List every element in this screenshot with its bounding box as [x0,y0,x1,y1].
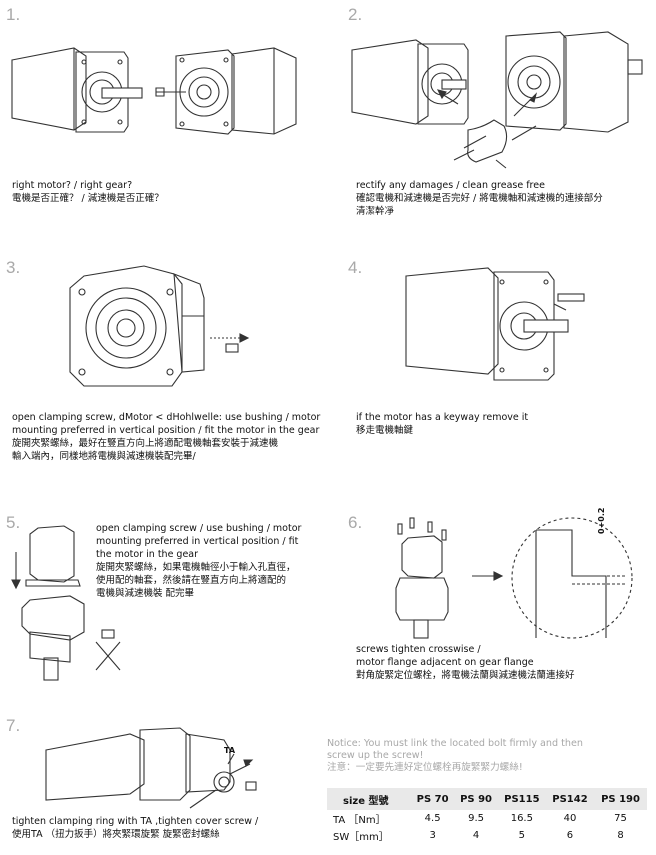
caption-line: open clamping screw / use bushing / moto… [96,523,302,534]
caption-line: if the motor has a keyway remove it [356,412,529,423]
figure-vertical-mounting [8,524,128,689]
step-7-number: 7. [6,716,21,735]
notice-en: Notice: You must link the located bolt f… [327,738,583,749]
step-2-caption: rectify any damages / clean grease free … [356,179,603,218]
caption-line: 移走電機軸鍵 [356,425,414,436]
caption-line: 使用TA （扭力扳手）將夾緊環旋緊 旋緊密封螺絲 [12,829,220,840]
step-5-number: 5. [6,513,21,532]
caption-line: 確認電機和減速機是否完好 / 將電機軸和減速機的連接部分 [356,193,603,204]
figure-motor-and-gear [4,38,304,138]
row-label: SW［mm］ [333,832,389,843]
table-cell: 5 [518,830,526,841]
step-4-number: 4. [348,258,363,277]
table-cell: 9.5 [468,813,484,824]
header-ps190: PS 190 [594,788,647,810]
step-1-number: 1. [6,5,21,24]
table-cell: 4.5 [424,813,441,824]
figure-tighten-clamping-ring [40,720,270,810]
caption-line: 對角旋緊定位螺栓，將電機法蘭與減速機法蘭連接好 [356,670,575,681]
caption-line: motor flange adjacent on gear flange [356,657,534,668]
figure-screws-crosswise [386,516,636,641]
table-cell: 16.5 [510,813,533,824]
figure-open-clamping-screw [64,262,254,392]
table-cell: 3 [429,830,436,841]
notice: Notice: You must link the located bolt f… [327,738,583,774]
figure-clean-grease [346,30,646,170]
step-1-caption: right motor? / right gear? 電機是否正確？ / 減速機… [12,179,164,205]
table-row: SW［mm］ 3 4 5 6 8 [327,827,647,844]
figure-remove-keyway [398,264,598,384]
header-size: size 型號 [327,788,411,810]
table-cell: 40 [563,813,577,824]
table-cell: 6 [566,830,574,841]
step-3-number: 3. [6,258,21,277]
caption-line: mounting preferred in vertical position … [96,536,299,547]
step-6-caption: screws tighten crosswise / motor flange … [356,643,575,682]
step-3-caption: open clamping screw, dMotor < dHohlwelle… [12,411,320,463]
row-label: TA ［Nm］ [333,815,386,826]
caption-line: tighten clamping ring with TA ,tighten c… [12,816,259,827]
caption-line: 電機是否正確？ / 減速機是否正確？ [12,193,164,204]
table-cell: 75 [614,813,627,824]
caption-line: mounting preferred in vertical position … [12,425,320,436]
caption-line: right motor? / right gear? [12,180,133,191]
caption-line: screws tighten crosswise / [356,644,481,655]
table-cell: 8 [617,830,624,841]
step-6-number: 6. [348,513,363,532]
header-ps70: PS 70 [410,788,455,810]
step-2-number: 2. [348,5,363,24]
gap-tolerance-label: 0+0.2 [597,507,606,534]
caption-line: 清潔幹凈 [356,206,395,217]
table-cell: 4 [472,830,480,841]
header-ps142: PS142 [545,788,595,810]
caption-line: 電機與減速機裝 配完畢 [96,588,195,599]
caption-line: 旋開夾緊螺絲，如果電機軸徑小于輸入孔直徑， [96,562,296,573]
torque-spec-table: size 型號 PS 70 PS 90 PS115 PS142 PS 190 T… [327,788,647,844]
torque-label: TA [224,746,236,755]
caption-line: rectify any damages / clean grease free [356,180,545,191]
step-4-caption: if the motor has a keyway remove it 移走電機… [356,411,528,437]
table-header-row: size 型號 PS 70 PS 90 PS115 PS142 PS 190 [327,788,647,810]
notice-en-2: screw up the screw! [327,750,424,761]
table-row: TA ［Nm］ 4.5 9.5 16.5 40 75 [327,810,647,827]
step-7-caption: tighten clamping ring with TA ,tighten c… [12,815,258,841]
step-5-caption: open clamping screw / use bushing / moto… [96,522,301,600]
caption-line: 輸入端內，同樣地將電機與減速機裝配完畢/ [12,451,196,462]
caption-line: open clamping screw, dMotor < dHohlwelle… [12,412,321,423]
caption-line: 旋開夾緊螺絲，最好在豎直方向上將適配電機軸套安裝于減速機 [12,438,279,449]
header-ps90: PS 90 [454,788,498,810]
notice-cn: 注意：一定要先連好定位螺栓再旋緊緊力螺絲! [327,762,523,773]
caption-line: 使用配的軸套，然後請在豎直方向上將適配的 [96,575,287,586]
caption-line: the motor in the gear [96,549,199,560]
header-ps115: PS115 [497,788,546,810]
